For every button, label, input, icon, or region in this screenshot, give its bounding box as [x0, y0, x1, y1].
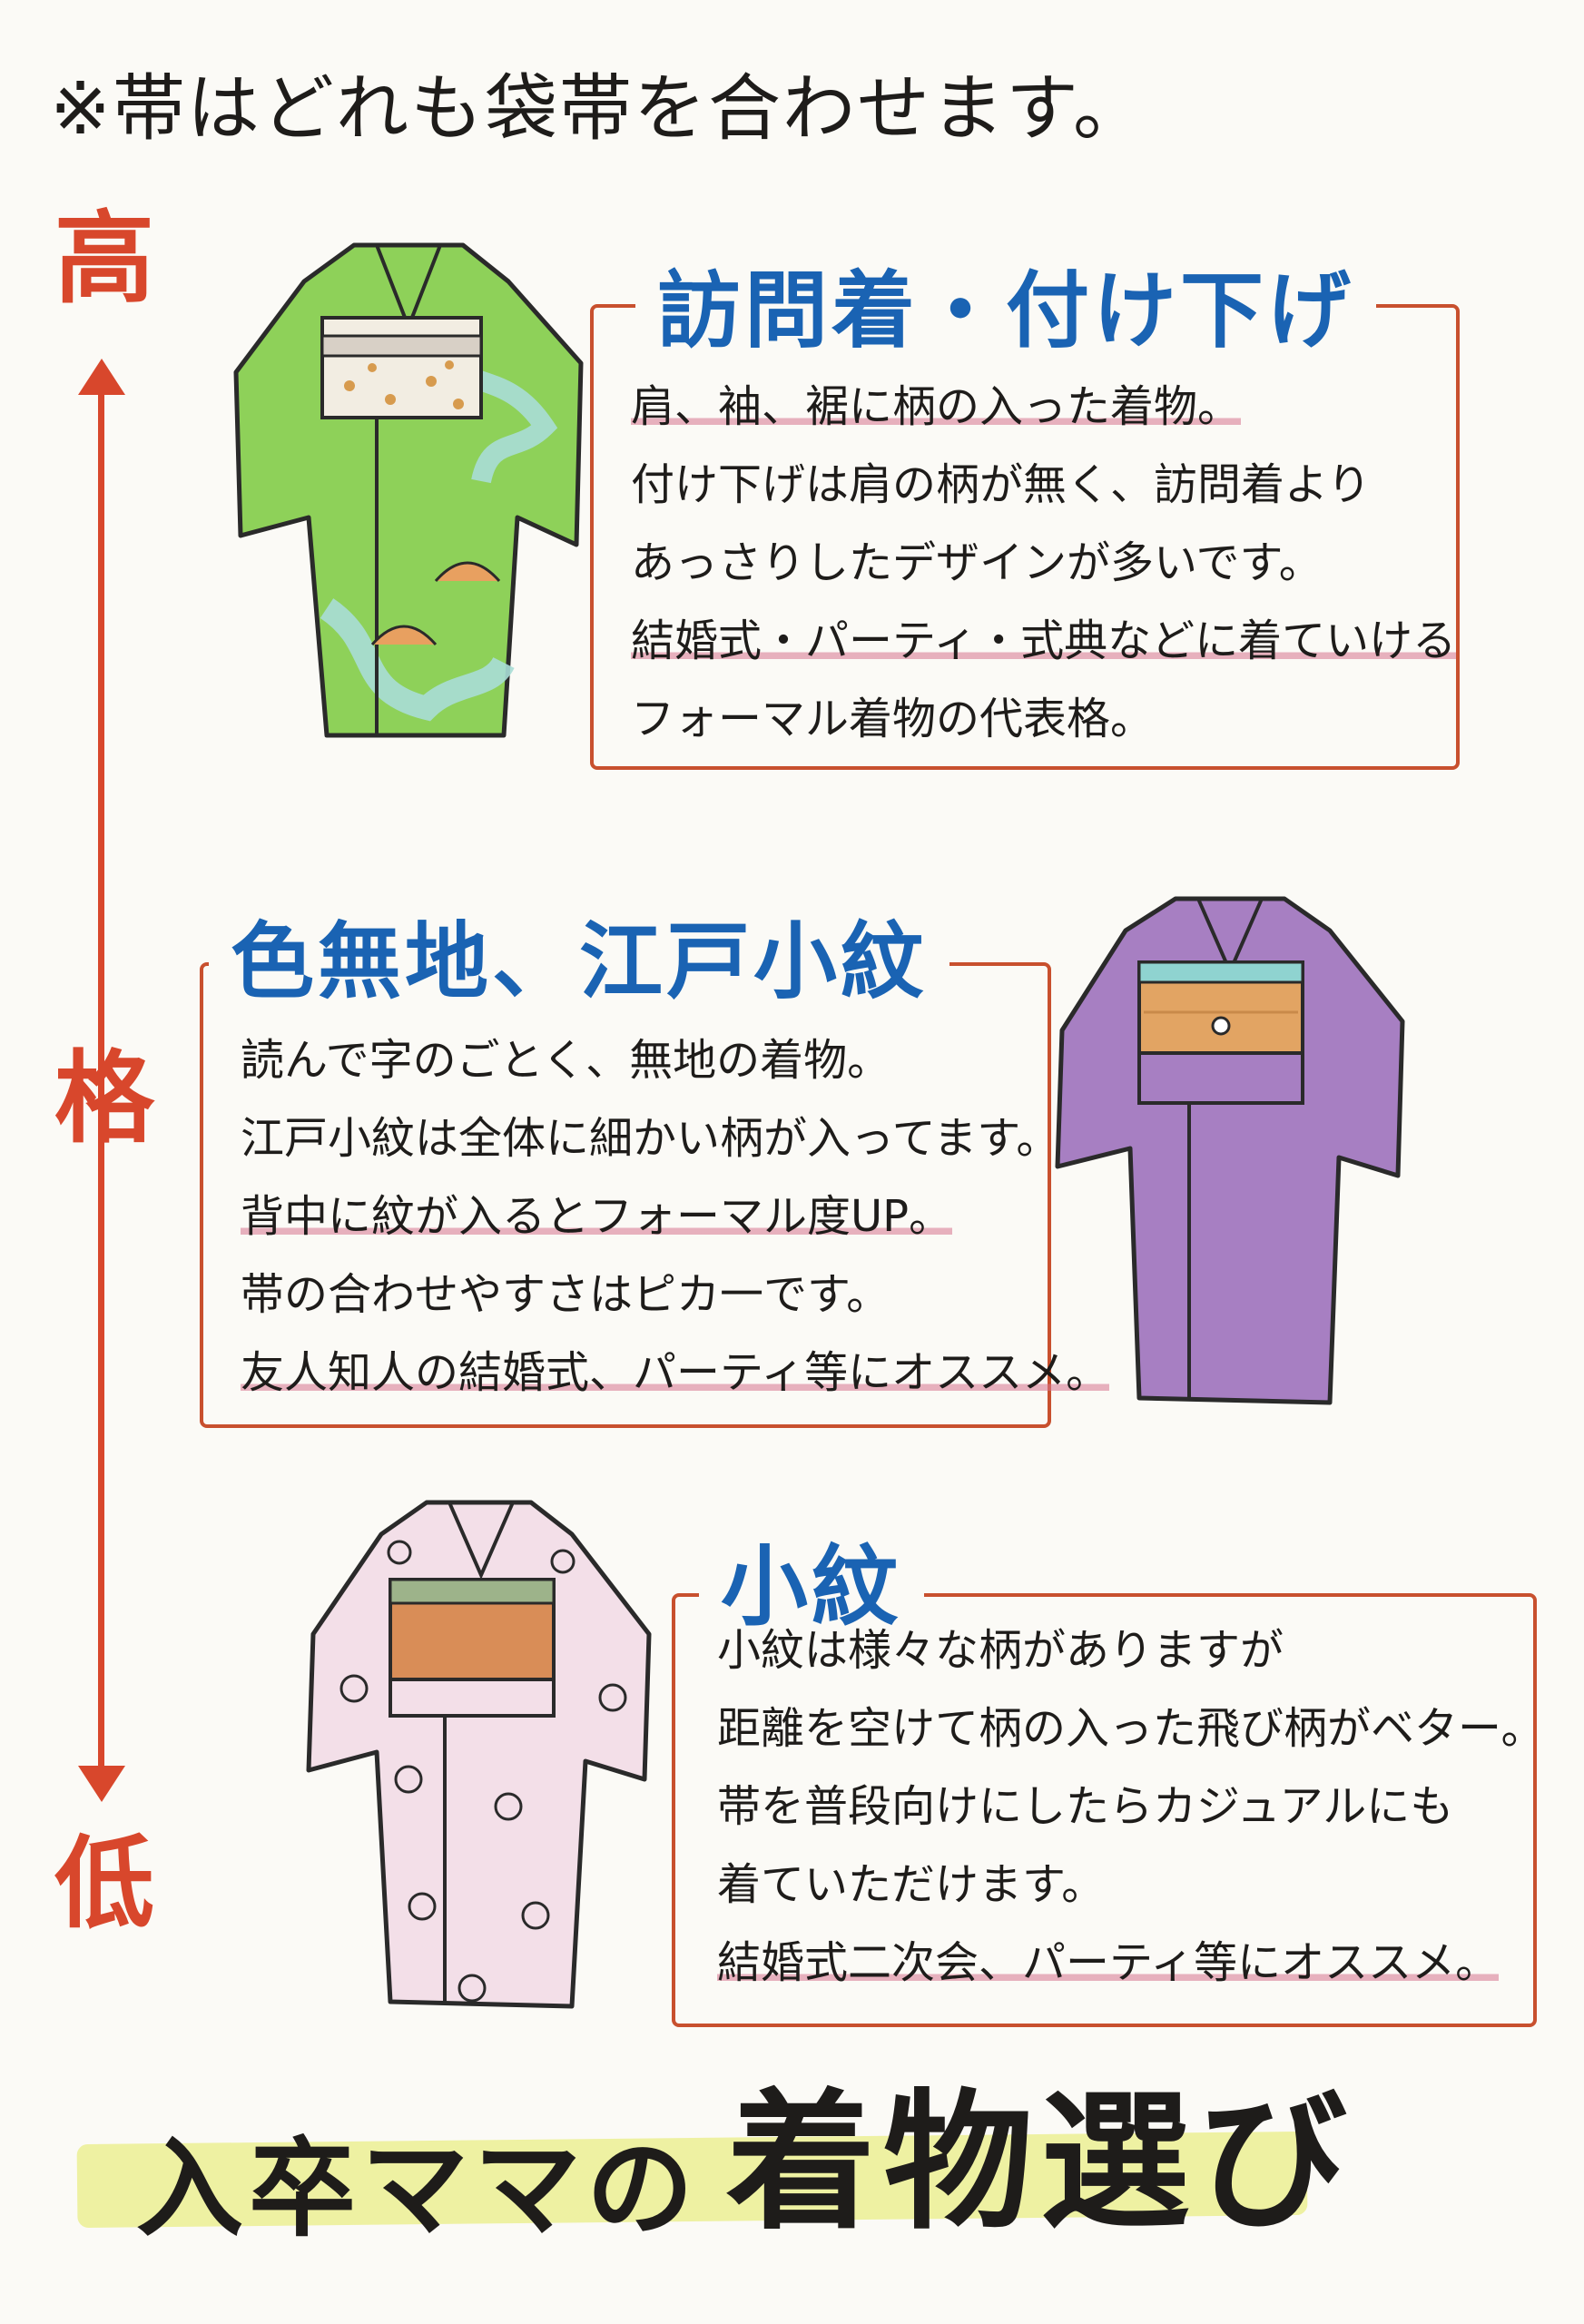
text-line: 友人知人の結婚式、パーティ等にオススメ。	[241, 1347, 1110, 1398]
kimono-houmongi-illustration	[218, 218, 599, 766]
text-line: あっさりしたデザインが多いです。	[631, 537, 1323, 588]
section-iromuji-title: 色無地、江戸小紋	[209, 894, 950, 1015]
arrow-up-icon	[78, 359, 125, 395]
text-line: 結婚式・パーティ・式典などに着ていける	[631, 615, 1457, 666]
footer-title: 着物選び	[726, 2075, 1354, 2250]
section-komon-title: 小紋	[699, 1516, 924, 1642]
text-line: 読んで字のごとく、無地の着物。	[241, 1035, 891, 1086]
text-line: 小紋は様々な柄がありますが	[717, 1625, 1284, 1676]
section-komon-text: 小紋は様々な柄がありますが 距離を空けて柄の入った飛び柄がベター。 帯を普段向け…	[717, 1611, 1545, 2002]
formality-scale: 高 格 低	[45, 200, 163, 1943]
text-line: 背中に紋が入るとフォーマル度UP。	[241, 1191, 953, 1242]
text-line: 着ていただけます。	[717, 1859, 1106, 1910]
kimono-iromuji-illustration	[1039, 876, 1421, 1424]
section-iromuji-text: 読んで字のごとく、無地の着物。 江戸小紋は全体に細かい柄が入ってます。 背中に紋…	[241, 1021, 1110, 1412]
text-line: 距離を空けて柄の入った飛び柄がベター。	[717, 1703, 1545, 1754]
text-line: 付け下げは肩の柄が無く、訪問着より	[631, 459, 1372, 510]
scale-line-upper	[98, 390, 104, 1194]
text-line: 肩、袖、裾に柄の入った着物。	[631, 381, 1242, 432]
scale-high-label: 高	[54, 200, 154, 317]
kimono-komon-illustration	[290, 1480, 672, 2028]
scale-line-lower	[98, 1176, 104, 1770]
scale-low-label: 低	[54, 1825, 154, 1942]
scale-mid-label: 格	[54, 1039, 154, 1157]
section-houmongi-text: 肩、袖、裾に柄の入った着物。 付け下げは肩の柄が無く、訪問着より あっさりしたデ…	[631, 368, 1457, 758]
text-line: 帯の合わせやすさはピカ一です。	[241, 1269, 890, 1320]
header-note: ※帯はどれも袋帯を合わせます。	[50, 66, 1148, 151]
arrow-down-icon	[78, 1766, 125, 1802]
text-line: 帯を普段向けにしたらカジュアルにも	[717, 1781, 1454, 1832]
text-line: フォーマル着物の代表格。	[631, 694, 1155, 744]
section-houmongi-title: 訪問着・付け下げ	[635, 243, 1377, 364]
section-komon-box	[672, 1593, 1537, 2027]
text-line: 結婚式二次会、パーティ等にオススメ。	[717, 1937, 1500, 1988]
text-line: 江戸小紋は全体に細かい柄が入ってます。	[241, 1113, 1060, 1164]
footer-subtitle: 入卒ママの	[136, 2126, 700, 2251]
